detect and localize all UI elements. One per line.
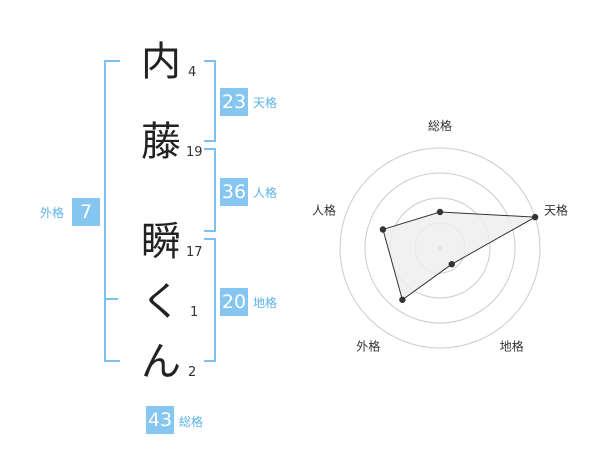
soukaku-label: 総格 — [179, 415, 204, 429]
soukaku-value: 43 — [146, 406, 174, 434]
radar-point — [531, 213, 539, 221]
tenkaku-bracket — [204, 60, 216, 142]
radar-axis-label: 地格 — [500, 339, 524, 354]
radar-axis-label: 外格 — [356, 339, 380, 354]
name-char-4: く — [141, 279, 181, 325]
name-char-5: ん — [141, 339, 181, 385]
radar-point — [399, 296, 406, 303]
radar-point — [379, 226, 387, 233]
name-char-2: 藤 — [141, 119, 181, 165]
gaikaku-bracket — [104, 60, 120, 362]
radar-ring — [339, 147, 541, 349]
radar-axis-label: 人格 — [312, 202, 336, 217]
name-char-3: 瞬 — [141, 219, 181, 265]
stroke-count-3: 17 — [186, 245, 203, 260]
radar-ring — [364, 172, 516, 324]
gaikaku-bracket-notch — [104, 298, 118, 300]
chikaku-value: 20 — [220, 288, 248, 316]
chikaku-bracket — [204, 238, 216, 362]
jinkaku-value: 36 — [220, 178, 248, 206]
tenkaku-value: 23 — [220, 88, 248, 116]
radar-polygon — [382, 211, 537, 301]
radar-axis-label: 天格 — [544, 202, 568, 217]
tenkaku-label: 天格 — [253, 96, 278, 110]
stroke-count-4: 1 — [190, 305, 199, 320]
stroke-count-1: 4 — [188, 65, 197, 80]
name-char-1: 内 — [141, 39, 181, 85]
stroke-count-2: 19 — [186, 145, 203, 160]
jinkaku-bracket — [204, 148, 216, 232]
radar-point — [448, 260, 455, 268]
radar-point — [436, 208, 444, 216]
jinkaku-label: 人格 — [253, 186, 278, 200]
stroke-count-5: 2 — [188, 365, 197, 380]
chikaku-label: 地格 — [253, 296, 278, 310]
radar-axis-label: 総格 — [428, 118, 452, 133]
gaikaku-value: 7 — [72, 198, 100, 226]
gaikaku-label: 外格 — [40, 206, 65, 220]
